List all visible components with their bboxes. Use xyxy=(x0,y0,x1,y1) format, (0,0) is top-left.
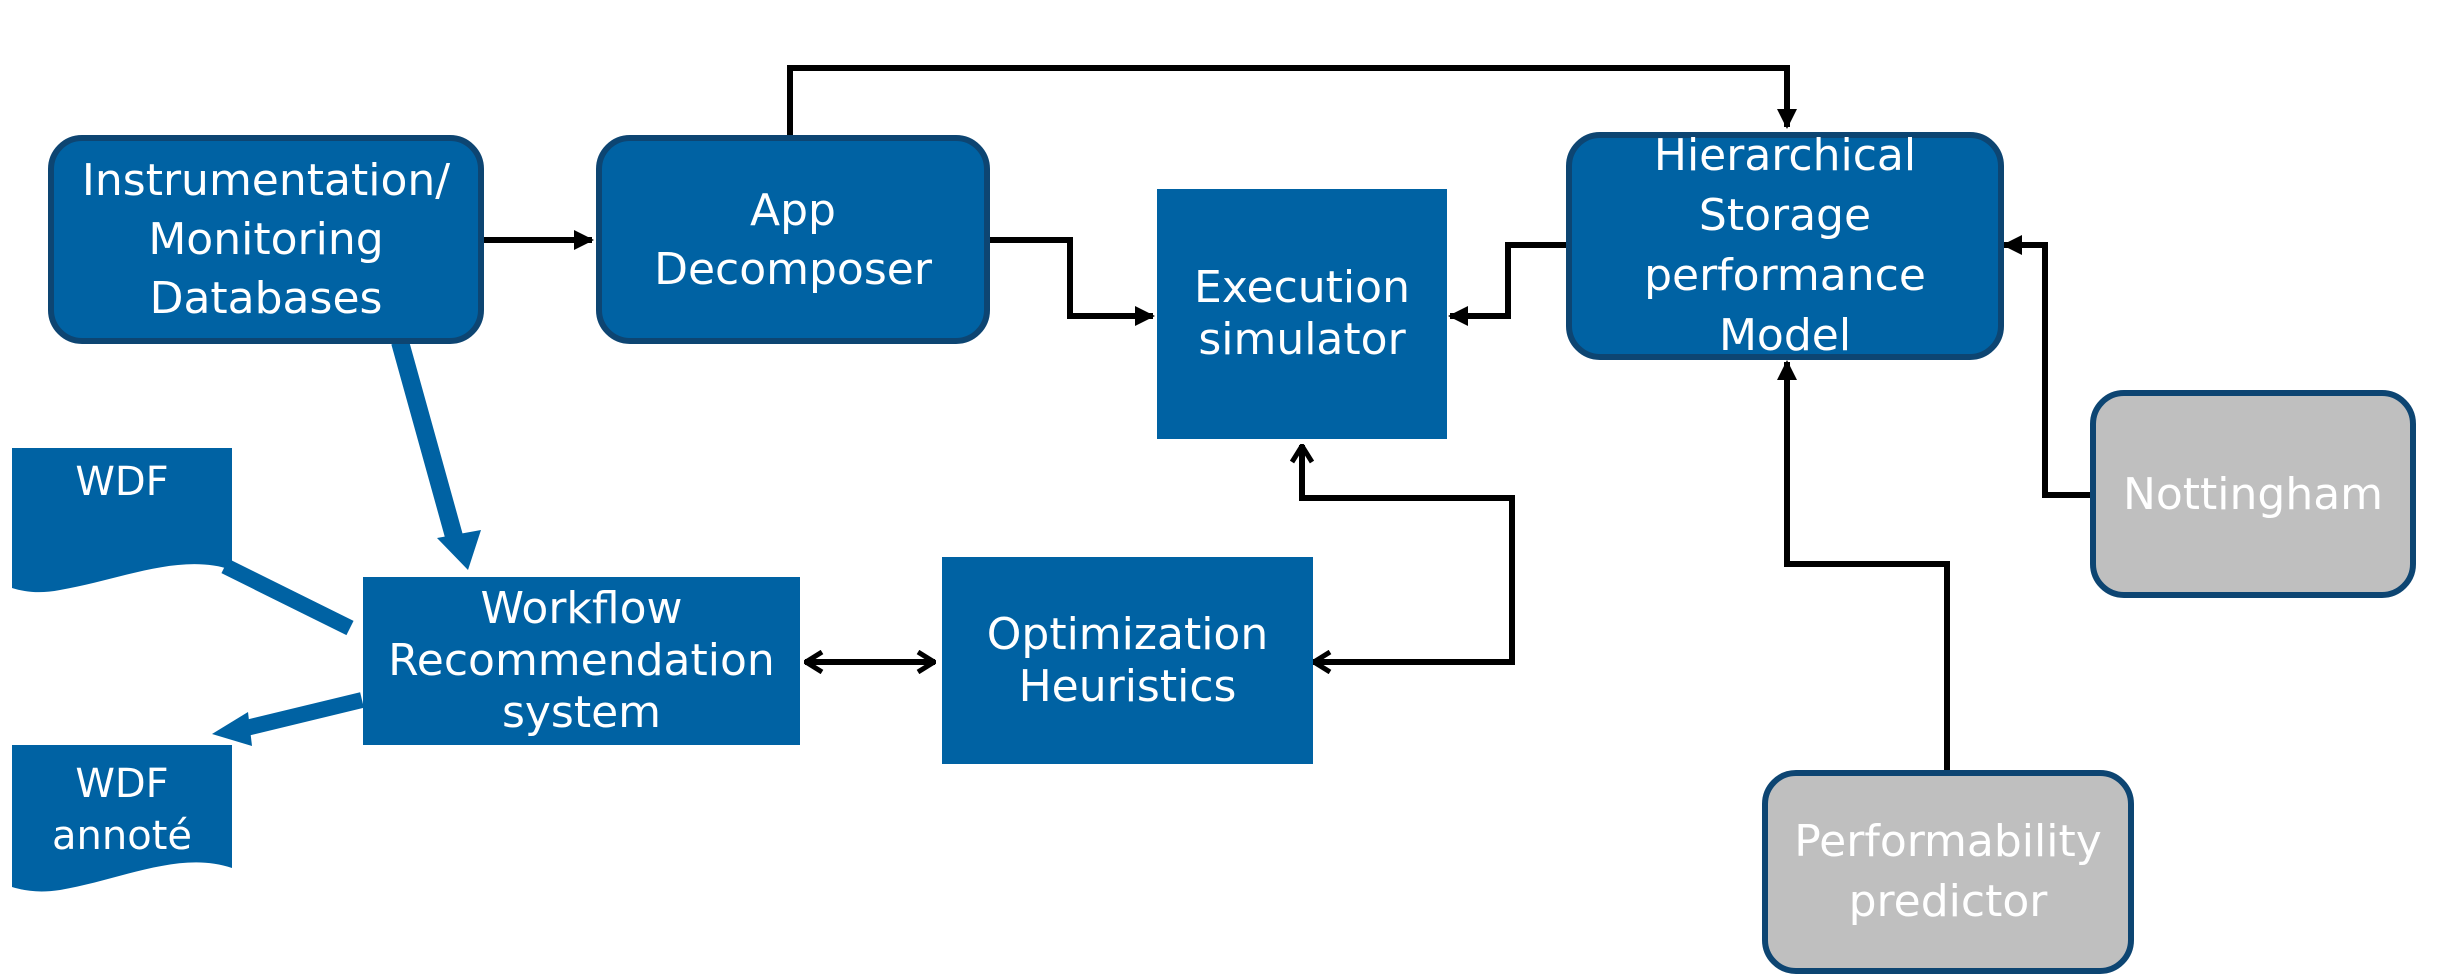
wdf-output-line-2: annoté xyxy=(52,813,192,859)
execution-simulator-line-2: simulator xyxy=(1198,314,1406,365)
performability-label: Performability predictor xyxy=(1794,812,2102,932)
arrow-workflow-to-wdf-head xyxy=(212,712,252,746)
hierarchical-storage-line-4: Model xyxy=(1718,310,1852,361)
connector-performability-to-hierarchical xyxy=(1777,360,1950,770)
hierarchical-storage-line-3: performance xyxy=(1644,250,1926,301)
optimization-heuristics-label: Optimization Heuristics xyxy=(987,609,1268,713)
app-decomposer-line-2: Decomposer xyxy=(654,243,932,295)
optimization-line-1: Optimization xyxy=(986,608,1269,660)
instrumentation-line-1: Instrumentation/ xyxy=(81,155,451,206)
nottingham-line-1: Nottingham xyxy=(2122,468,2384,520)
performability-line-1: Performability xyxy=(1794,816,2102,867)
arrow-workflow-to-wdf xyxy=(236,692,364,738)
arrow-wdf-to-workflow xyxy=(221,558,354,636)
wdf-output-line-1: WDF xyxy=(75,761,169,807)
execution-simulator-line-1: Execution xyxy=(1194,262,1410,313)
wdf-input-document xyxy=(12,448,232,593)
hierarchical-storage-label: Hierarchical Storage performance Model xyxy=(1644,126,1926,366)
workflow-recommendation-node: Workflow Recommendation system xyxy=(363,577,800,745)
flow-arrows xyxy=(212,339,481,746)
connector-app-to-simulator xyxy=(988,237,1155,326)
wdf-input-label: WDF xyxy=(12,456,232,508)
connector-hierarchical-to-simulator xyxy=(1448,242,1566,326)
connector-nottingham-to-hierarchical xyxy=(2002,235,2090,498)
performability-line-2: predictor xyxy=(1848,876,2048,927)
optimization-line-2: Heuristics xyxy=(1018,660,1237,712)
instrumentation-line-2: Monitoring xyxy=(148,214,384,265)
app-decomposer-line-1: App xyxy=(750,184,836,236)
hierarchical-storage-line-2: Storage xyxy=(1698,190,1872,241)
nottingham-node: Nottingham xyxy=(2090,390,2416,598)
hierarchical-storage-line-1: Hierarchical xyxy=(1653,130,1917,181)
wdf-output-document xyxy=(12,745,232,892)
optimization-heuristics-node: Optimization Heuristics xyxy=(942,557,1313,764)
nottingham-label: Nottingham xyxy=(2123,465,2383,524)
performability-node: Performability predictor xyxy=(1762,770,2134,974)
instrumentation-label: Instrumentation/ Monitoring Databases xyxy=(82,151,450,328)
workflow-recommendation-line-3: system xyxy=(501,687,662,738)
workflow-recommendation-line-2: Recommendation xyxy=(388,635,775,686)
workflow-recommendation-line-1: Workflow xyxy=(480,583,683,634)
wdf-input-line-1: WDF xyxy=(75,459,169,505)
wdf-output-label: WDF annoté xyxy=(12,758,232,862)
arrow-instrumentation-to-workflow xyxy=(391,339,464,543)
workflow-recommendation-label: Workflow Recommendation system xyxy=(388,583,775,739)
execution-simulator-label: Execution simulator xyxy=(1194,262,1410,366)
connector-optimization-simulator xyxy=(1302,445,1515,662)
arrow-instrumentation-to-workflow-head xyxy=(437,530,481,570)
instrumentation-node: Instrumentation/ Monitoring Databases xyxy=(48,135,484,344)
connectors xyxy=(484,65,2090,770)
hierarchical-storage-node: Hierarchical Storage performance Model xyxy=(1566,130,2004,361)
execution-simulator-node: Execution simulator xyxy=(1157,189,1447,439)
app-decomposer-label: App Decomposer xyxy=(654,181,932,299)
connector-app-to-hierarchical xyxy=(787,65,1797,135)
app-decomposer-node: App Decomposer xyxy=(596,135,990,344)
instrumentation-line-3: Databases xyxy=(149,273,383,324)
